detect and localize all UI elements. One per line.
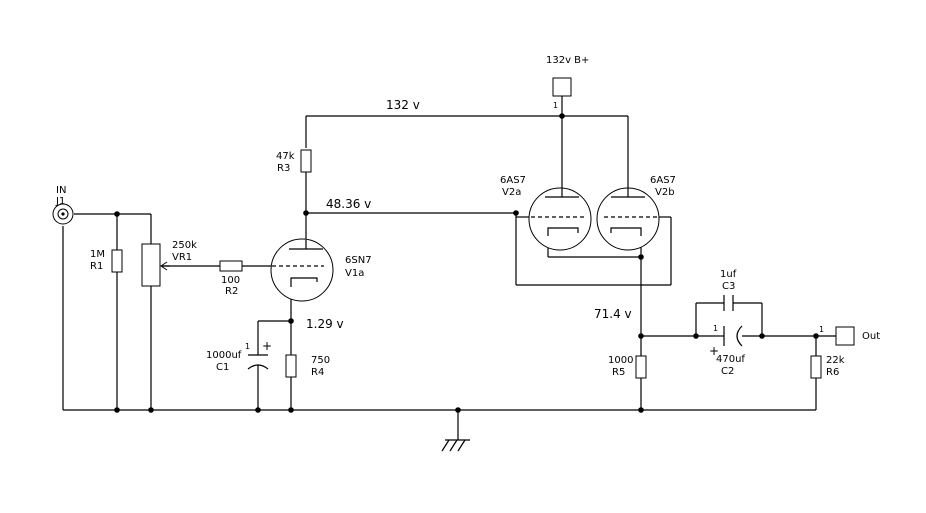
v2a-type: 6AS7 — [500, 175, 526, 186]
v1a-type: 6SN7 — [345, 255, 372, 266]
capacitor-c1: + 1 1000uf C1 — [206, 339, 272, 373]
resistor-r5: 1000 R5 — [608, 355, 647, 379]
voltage-v1-cathode: 1.29 v — [306, 317, 344, 331]
j1-label: IN — [56, 185, 66, 196]
wires — [62, 96, 836, 440]
c1-pin: 1 — [245, 342, 250, 351]
voltage-v2-cathode: 71.4 v — [594, 307, 632, 321]
resistor-r1: 1M R1 — [90, 249, 123, 273]
resistor-r4: 750 R4 — [285, 354, 330, 378]
r4-ref: R4 — [311, 367, 324, 378]
input-jack-j1: IN J1 — [52, 185, 74, 225]
junctions — [114, 113, 819, 413]
bplus-terminal: 132v B+ 1 — [546, 55, 589, 110]
voltage-v1-plate: 48.36 v — [326, 197, 371, 211]
bplus-pin: 1 — [553, 101, 558, 110]
c1-ref: C1 — [216, 362, 229, 373]
r4-value: 750 — [311, 355, 330, 366]
r3-ref: R3 — [277, 163, 290, 174]
c2-value: 470uf — [716, 354, 745, 365]
c2-pin: 1 — [713, 324, 718, 333]
r5-ref: R5 — [612, 367, 625, 378]
c1-plus-sign: + — [262, 339, 272, 353]
r1-ref: R1 — [90, 261, 103, 272]
resistor-r6: 22k R6 — [810, 355, 845, 379]
bplus-label: 132v B+ — [546, 55, 589, 66]
ground-symbol — [441, 439, 470, 452]
v2b-ref: V2b — [655, 187, 675, 198]
c2-ref: C2 — [721, 366, 734, 377]
output-pin: 1 — [819, 325, 824, 334]
r1-value: 1M — [90, 249, 105, 260]
v2b-type: 6AS7 — [650, 175, 676, 186]
resistor-r3: 47k R3 — [276, 149, 312, 174]
vr1-ref: VR1 — [172, 252, 192, 263]
r3-value: 47k — [276, 151, 295, 162]
potentiometer-vr1: 250k VR1 — [141, 240, 197, 287]
r2-ref: R2 — [225, 286, 238, 297]
r5-value: 1000 — [608, 355, 633, 366]
capacitor-c3: 1uf C3 — [720, 269, 737, 311]
vr1-value: 250k — [172, 240, 197, 251]
triode-v2b: 6AS7 V2b — [596, 175, 676, 251]
triode-v1a: 6SN7 V1a — [270, 238, 372, 302]
voltage-bplus-rail: 132 v — [386, 98, 420, 112]
c1-value: 1000uf — [206, 350, 242, 361]
resistor-r2: 100 R2 — [219, 260, 243, 297]
output-label: Out — [862, 331, 880, 342]
triode-v2a: 6AS7 V2a — [500, 175, 592, 251]
c3-ref: C3 — [722, 281, 735, 292]
j1-ref: J1 — [55, 196, 65, 207]
v1a-ref: V1a — [345, 268, 364, 279]
c2-plus-sign: + — [709, 344, 719, 358]
r6-ref: R6 — [826, 367, 839, 378]
output-terminal: Out 1 — [819, 325, 880, 346]
c3-value: 1uf — [720, 269, 737, 280]
r6-value: 22k — [826, 355, 845, 366]
voltage-labels: 132 v 48.36 v 1.29 v 71.4 v — [306, 98, 632, 331]
capacitor-c2: + 1 470uf C2 — [709, 324, 745, 377]
v2a-ref: V2a — [502, 187, 521, 198]
r2-value: 100 — [221, 275, 240, 286]
